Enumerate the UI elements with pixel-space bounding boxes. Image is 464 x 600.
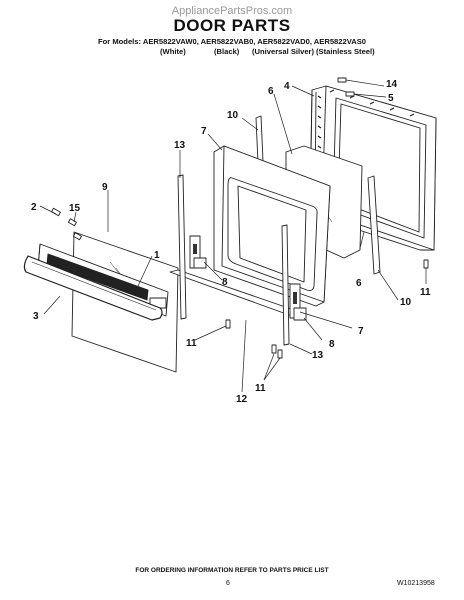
color-black: (Black): [214, 47, 240, 56]
callout-11-bottom: 11: [255, 383, 266, 394]
callout-7-lower: 7: [358, 326, 364, 337]
page-number: 6: [226, 580, 230, 587]
callout-13-upper: 13: [174, 140, 186, 151]
callout-11-right: 11: [420, 287, 431, 298]
support-rod-right: [281, 224, 290, 346]
door-handle: [23, 255, 163, 321]
screw-15: [67, 218, 82, 241]
models-line: For Models: AER5822VAW0, AER5822VAB0, AE…: [98, 37, 366, 46]
color-white: (White): [160, 47, 186, 56]
screw-14: [337, 77, 347, 83]
callout-11-left: 11: [186, 338, 197, 349]
screw-11-b: [225, 319, 231, 329]
hinge-upper: [189, 235, 207, 269]
callout-4: 4: [284, 81, 290, 92]
callout-8-lower: 8: [329, 339, 335, 350]
color-stainless-steel: (Stainless Steel): [316, 47, 375, 56]
callout-13-lower: 13: [312, 350, 324, 361]
callout-6-upper: 6: [268, 86, 274, 97]
callout-1: 1: [154, 250, 160, 261]
document-number: W10213958: [397, 580, 435, 587]
callout-8-upper: 8: [222, 277, 228, 288]
callout-5: 5: [388, 93, 394, 104]
callout-2: 2: [31, 202, 37, 213]
callout-12: 12: [236, 394, 248, 405]
callout-6-lower: 6: [356, 278, 362, 289]
callout-15: 15: [69, 203, 81, 214]
screw-11-a: [423, 259, 429, 269]
inner-door-frame-upper: [213, 145, 331, 307]
callout-7-upper: 7: [201, 126, 207, 137]
screw-5: [345, 91, 355, 97]
insulation-strip-lower: [367, 175, 381, 275]
callout-14: 14: [386, 79, 398, 90]
callout-3: 3: [33, 311, 39, 322]
callout-9: 9: [102, 182, 108, 193]
callout-10-upper: 10: [227, 110, 239, 121]
callout-10-lower: 10: [400, 297, 412, 308]
color-universal-silver: (Universal Silver): [252, 47, 315, 56]
hinge-lower: [289, 283, 307, 321]
leader-lines: [39, 79, 427, 393]
page-title: DOOR PARTS: [173, 16, 291, 35]
support-rod-left: [177, 174, 187, 320]
ordering-info: FOR ORDERING INFORMATION REFER TO PARTS …: [135, 567, 329, 574]
callouts: 1 2 3 4 5 6 6 7 7 8 8 9 10 10 11 11 11 1…: [31, 79, 431, 405]
screw-2: [51, 207, 61, 217]
watermark: AppliancePartsPros.com: [171, 5, 293, 17]
